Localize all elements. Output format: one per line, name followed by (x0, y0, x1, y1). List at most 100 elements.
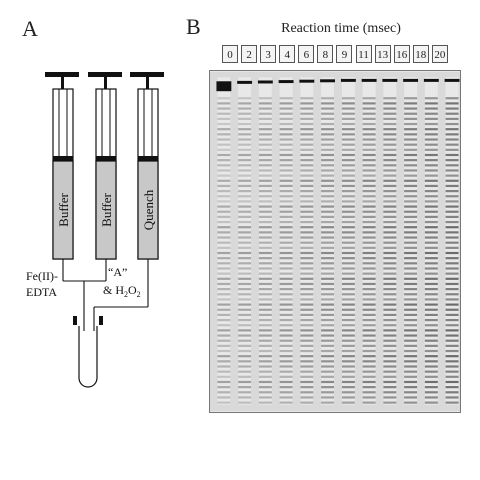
gel-band (362, 334, 376, 337)
gel-band (383, 298, 397, 301)
gel-band (217, 205, 231, 208)
gel-band (321, 107, 335, 110)
gel-lane (340, 77, 356, 405)
gel-band (362, 226, 376, 229)
gel-band (424, 138, 438, 141)
gel-band (424, 205, 438, 208)
gel-band (341, 272, 355, 275)
gel-band (321, 313, 335, 317)
gel-band (404, 220, 418, 224)
gel-band (404, 143, 418, 146)
gel-band (238, 143, 252, 146)
gel-band (300, 267, 314, 270)
top-band (361, 78, 377, 82)
syringe-1 (45, 72, 79, 260)
gel-band (362, 210, 376, 213)
gel-band (238, 112, 252, 115)
gel-band (258, 277, 272, 280)
gel-band (238, 401, 252, 404)
gel-band (238, 386, 252, 389)
gel-band (238, 360, 252, 363)
gel-band (300, 257, 314, 260)
gel-band (300, 272, 314, 275)
gel-band (279, 117, 293, 120)
gel-band (321, 329, 335, 332)
gel-band (279, 148, 293, 151)
gel-band (321, 215, 335, 218)
gel-band (362, 318, 376, 322)
gel-band (258, 128, 272, 131)
gel-band (321, 246, 335, 249)
gel-band (279, 190, 293, 193)
gel-band (279, 184, 293, 188)
gel-band (383, 143, 397, 146)
gel-band (362, 195, 376, 198)
gel-band (404, 272, 418, 275)
gel-band (321, 184, 335, 188)
gel-band (445, 344, 459, 347)
gel-band (383, 107, 397, 110)
gel-band (362, 205, 376, 208)
gel-band (238, 153, 252, 157)
gel-band (341, 159, 355, 162)
gel-band (217, 334, 231, 337)
gel-band (300, 360, 314, 363)
gel-band (424, 128, 438, 131)
gel-band (445, 159, 459, 162)
gel-band (341, 386, 355, 389)
gel-band (341, 262, 355, 265)
gel-band (279, 324, 293, 327)
gel-band (238, 107, 252, 110)
reagent-h2o2-prefix: & H (103, 283, 124, 297)
gel-band (321, 179, 335, 182)
gel-band (279, 133, 293, 136)
gel-band (404, 215, 418, 218)
gel-band (279, 174, 293, 177)
gel-band (258, 375, 272, 378)
gel-band (404, 298, 418, 301)
gel-band (300, 174, 314, 177)
gel-band (217, 220, 231, 224)
gel-band (445, 386, 459, 389)
gel-band (300, 288, 314, 291)
gel-band (238, 122, 252, 126)
gel-band (341, 282, 355, 286)
gel-band (217, 164, 231, 167)
gel-band (300, 97, 314, 100)
gel-band (362, 267, 376, 270)
lane-streak (238, 77, 252, 405)
gel-band (404, 128, 418, 131)
gel-band (238, 200, 252, 203)
gel-band (404, 107, 418, 110)
gel-band (404, 324, 418, 327)
gel-background (210, 71, 460, 412)
gel-band (279, 205, 293, 208)
reagent-h2o2-label: & H2O2 (103, 283, 141, 299)
gel-band (424, 215, 438, 218)
gel-band (217, 174, 231, 177)
gel-band (217, 349, 231, 353)
gel-band (238, 391, 252, 394)
gel-band (238, 288, 252, 291)
gel-band (404, 174, 418, 177)
reagent-h2o2-sub1: 2 (124, 290, 128, 299)
reagent-fe-edta-line2: EDTA (26, 285, 57, 299)
gel-band (321, 298, 335, 301)
gel-band (424, 257, 438, 260)
gel-band (362, 138, 376, 141)
gel-band (341, 133, 355, 136)
gel-band (217, 122, 231, 126)
gel-band (258, 153, 272, 157)
gel-band (362, 143, 376, 146)
gel-band (258, 318, 272, 322)
gel-band (300, 231, 314, 234)
gel-band (300, 143, 314, 146)
gel-band (217, 365, 231, 368)
gel-band (424, 117, 438, 120)
gel-band (362, 272, 376, 275)
gel-band (321, 344, 335, 347)
gel-band (383, 133, 397, 136)
gel-band (383, 293, 397, 296)
gel-band (445, 329, 459, 332)
gel-band (238, 375, 252, 378)
